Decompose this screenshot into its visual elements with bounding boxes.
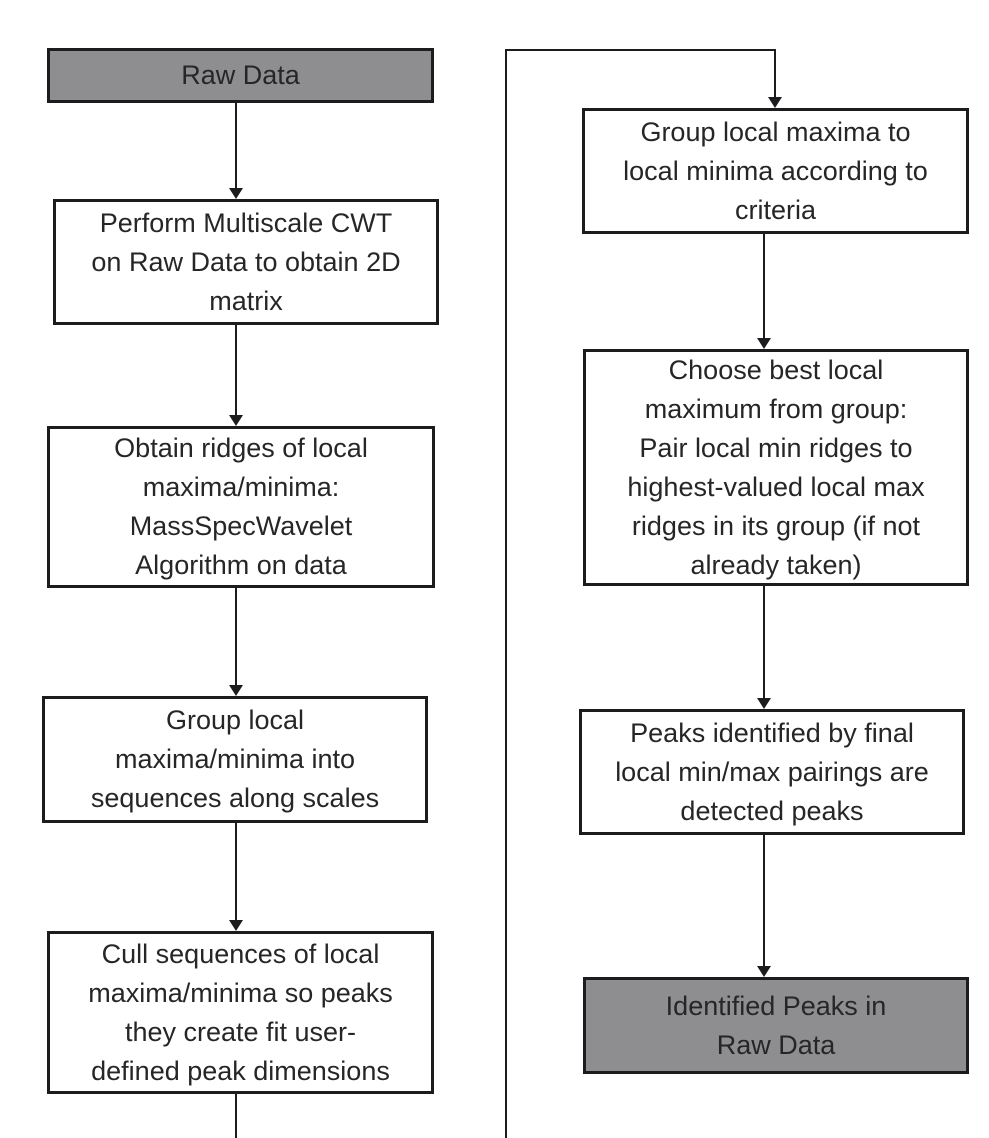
- arrowhead-down-icon: [757, 698, 771, 709]
- node-group-sequences: Group local maxima/minima into sequences…: [42, 696, 428, 823]
- edge-cull-exit-line: [235, 1094, 237, 1138]
- arrowhead-down-icon: [757, 338, 771, 349]
- node-obtain-ridges: Obtain ridges of local maxima/minima: Ma…: [47, 426, 435, 588]
- arrowhead-down-icon: [768, 97, 782, 108]
- node-raw-data: Raw Data: [47, 48, 434, 103]
- arrowhead-down-icon: [229, 188, 243, 199]
- edge-groupmax-choose-line: [763, 234, 765, 338]
- edge-choose-peaks-line: [763, 586, 765, 698]
- loop-connector-horizontal-line: [505, 49, 776, 51]
- arrowhead-down-icon: [229, 415, 243, 426]
- arrowhead-down-icon: [229, 685, 243, 696]
- node-identified-peaks: Identified Peaks in Raw Data: [583, 977, 969, 1074]
- arrowhead-down-icon: [229, 920, 243, 931]
- node-cull-sequences: Cull sequences of local maxima/minima so…: [47, 931, 434, 1094]
- node-group-maxima: Group local maxima to local minima accor…: [582, 108, 969, 234]
- arrowhead-down-icon: [757, 966, 771, 977]
- loop-connector-drop-line: [774, 49, 776, 97]
- node-peaks-identified: Peaks identified by final local min/max …: [579, 709, 965, 835]
- edge-groupseq-cull-line: [235, 823, 237, 920]
- node-perform-multiscale-cwt: Perform Multiscale CWT on Raw Data to ob…: [53, 199, 439, 325]
- edge-cwt-ridges-line: [235, 324, 237, 415]
- edge-ridges-groupseq-line: [235, 588, 237, 685]
- edge-rawdata-cwt-line: [235, 103, 237, 189]
- edge-peaks-identified-line: [763, 835, 765, 966]
- loop-connector-vertical-line: [505, 49, 507, 1138]
- node-choose-best-maximum: Choose best local maximum from group: Pa…: [583, 349, 969, 586]
